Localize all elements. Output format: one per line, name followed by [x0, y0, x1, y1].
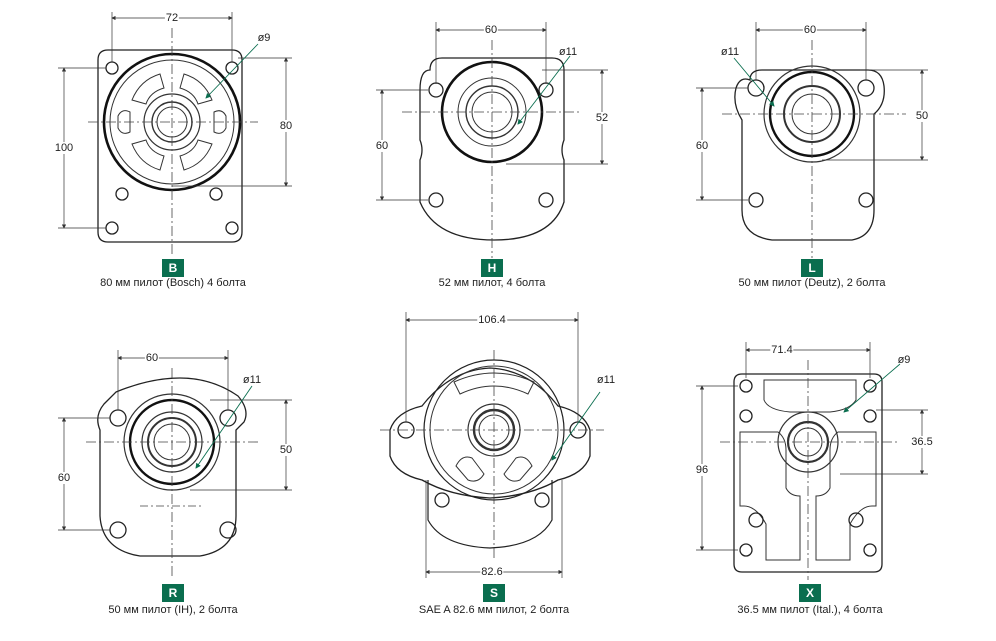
drawing-s	[380, 312, 604, 578]
dim-pilot-l: 50	[914, 110, 930, 122]
drawing-r	[58, 350, 292, 578]
drawing-b	[58, 12, 292, 255]
dim-hole-l: ø11	[720, 46, 740, 58]
dim-hole-b: ø9	[257, 32, 271, 44]
badge-l: L	[801, 259, 823, 277]
caption-x: 36.5 мм пилот (Ital.), 4 болта	[737, 604, 883, 616]
dim-hole-s: ø11	[596, 374, 616, 386]
drawing-h	[376, 22, 608, 258]
dim-pilot-x: 36.5	[910, 436, 934, 448]
dim-width-r: 60	[144, 352, 160, 364]
dim-width-b: 72	[164, 12, 180, 24]
dim-pilot-h: 52	[594, 112, 610, 124]
dim-pilot-b: 80	[278, 120, 294, 132]
dim-hole-r: ø11	[242, 374, 262, 386]
panel-x: 71.4 96 36.5 ø9 X 36.5 мм пилот (Ital.),…	[660, 320, 996, 641]
dim-pilot-r: 50	[278, 444, 294, 456]
dim-height-b: 100	[53, 142, 75, 154]
dim-width-l: 60	[802, 24, 818, 36]
panel-h: 60 60 52 ø11 H 52 мм пилот, 4 болта	[330, 0, 660, 300]
dim-width-x: 71.4	[770, 344, 794, 356]
panel-l: 60 60 50 ø11 L 50 мм пилот (Deutz), 2 бо…	[660, 0, 996, 300]
dim-width-s: 106.4	[477, 314, 507, 326]
dim-height-x: 96	[694, 464, 710, 476]
dim-hole-h: ø11	[558, 46, 578, 58]
dim-hole-x: ø9	[897, 354, 911, 366]
drawing-l	[696, 22, 928, 258]
badge-b: B	[162, 259, 184, 277]
caption-r: 50 мм пилот (IH), 2 болта	[108, 604, 238, 616]
dim-pilot-s: 82.6	[480, 566, 504, 578]
panel-r: 60 60 50 ø11 R 50 мм пилот (IH), 2 болта	[0, 320, 330, 641]
badge-r: R	[162, 584, 184, 602]
panel-b: 72 100 80 ø9 B 80 мм пилот (Bosch) 4 бол…	[0, 0, 330, 300]
caption-l: 50 мм пилот (Deutz), 2 болта	[738, 277, 886, 289]
caption-s: SAE A 82.6 мм пилот, 2 болта	[418, 604, 570, 616]
dim-height-l: 60	[694, 140, 710, 152]
panel-s: 106.4 82.6 ø11 S SAE A 82.6 мм пилот, 2 …	[330, 312, 660, 641]
caption-h: 52 мм пилот, 4 болта	[438, 277, 546, 289]
dim-width-h: 60	[483, 24, 499, 36]
badge-x: X	[799, 584, 821, 602]
caption-b: 80 мм пилот (Bosch) 4 болта	[100, 277, 246, 289]
badge-s: S	[483, 584, 505, 602]
badge-h: H	[481, 259, 503, 277]
dim-height-r: 60	[56, 472, 72, 484]
drawing-x	[696, 342, 928, 580]
dim-height-h: 60	[374, 140, 390, 152]
